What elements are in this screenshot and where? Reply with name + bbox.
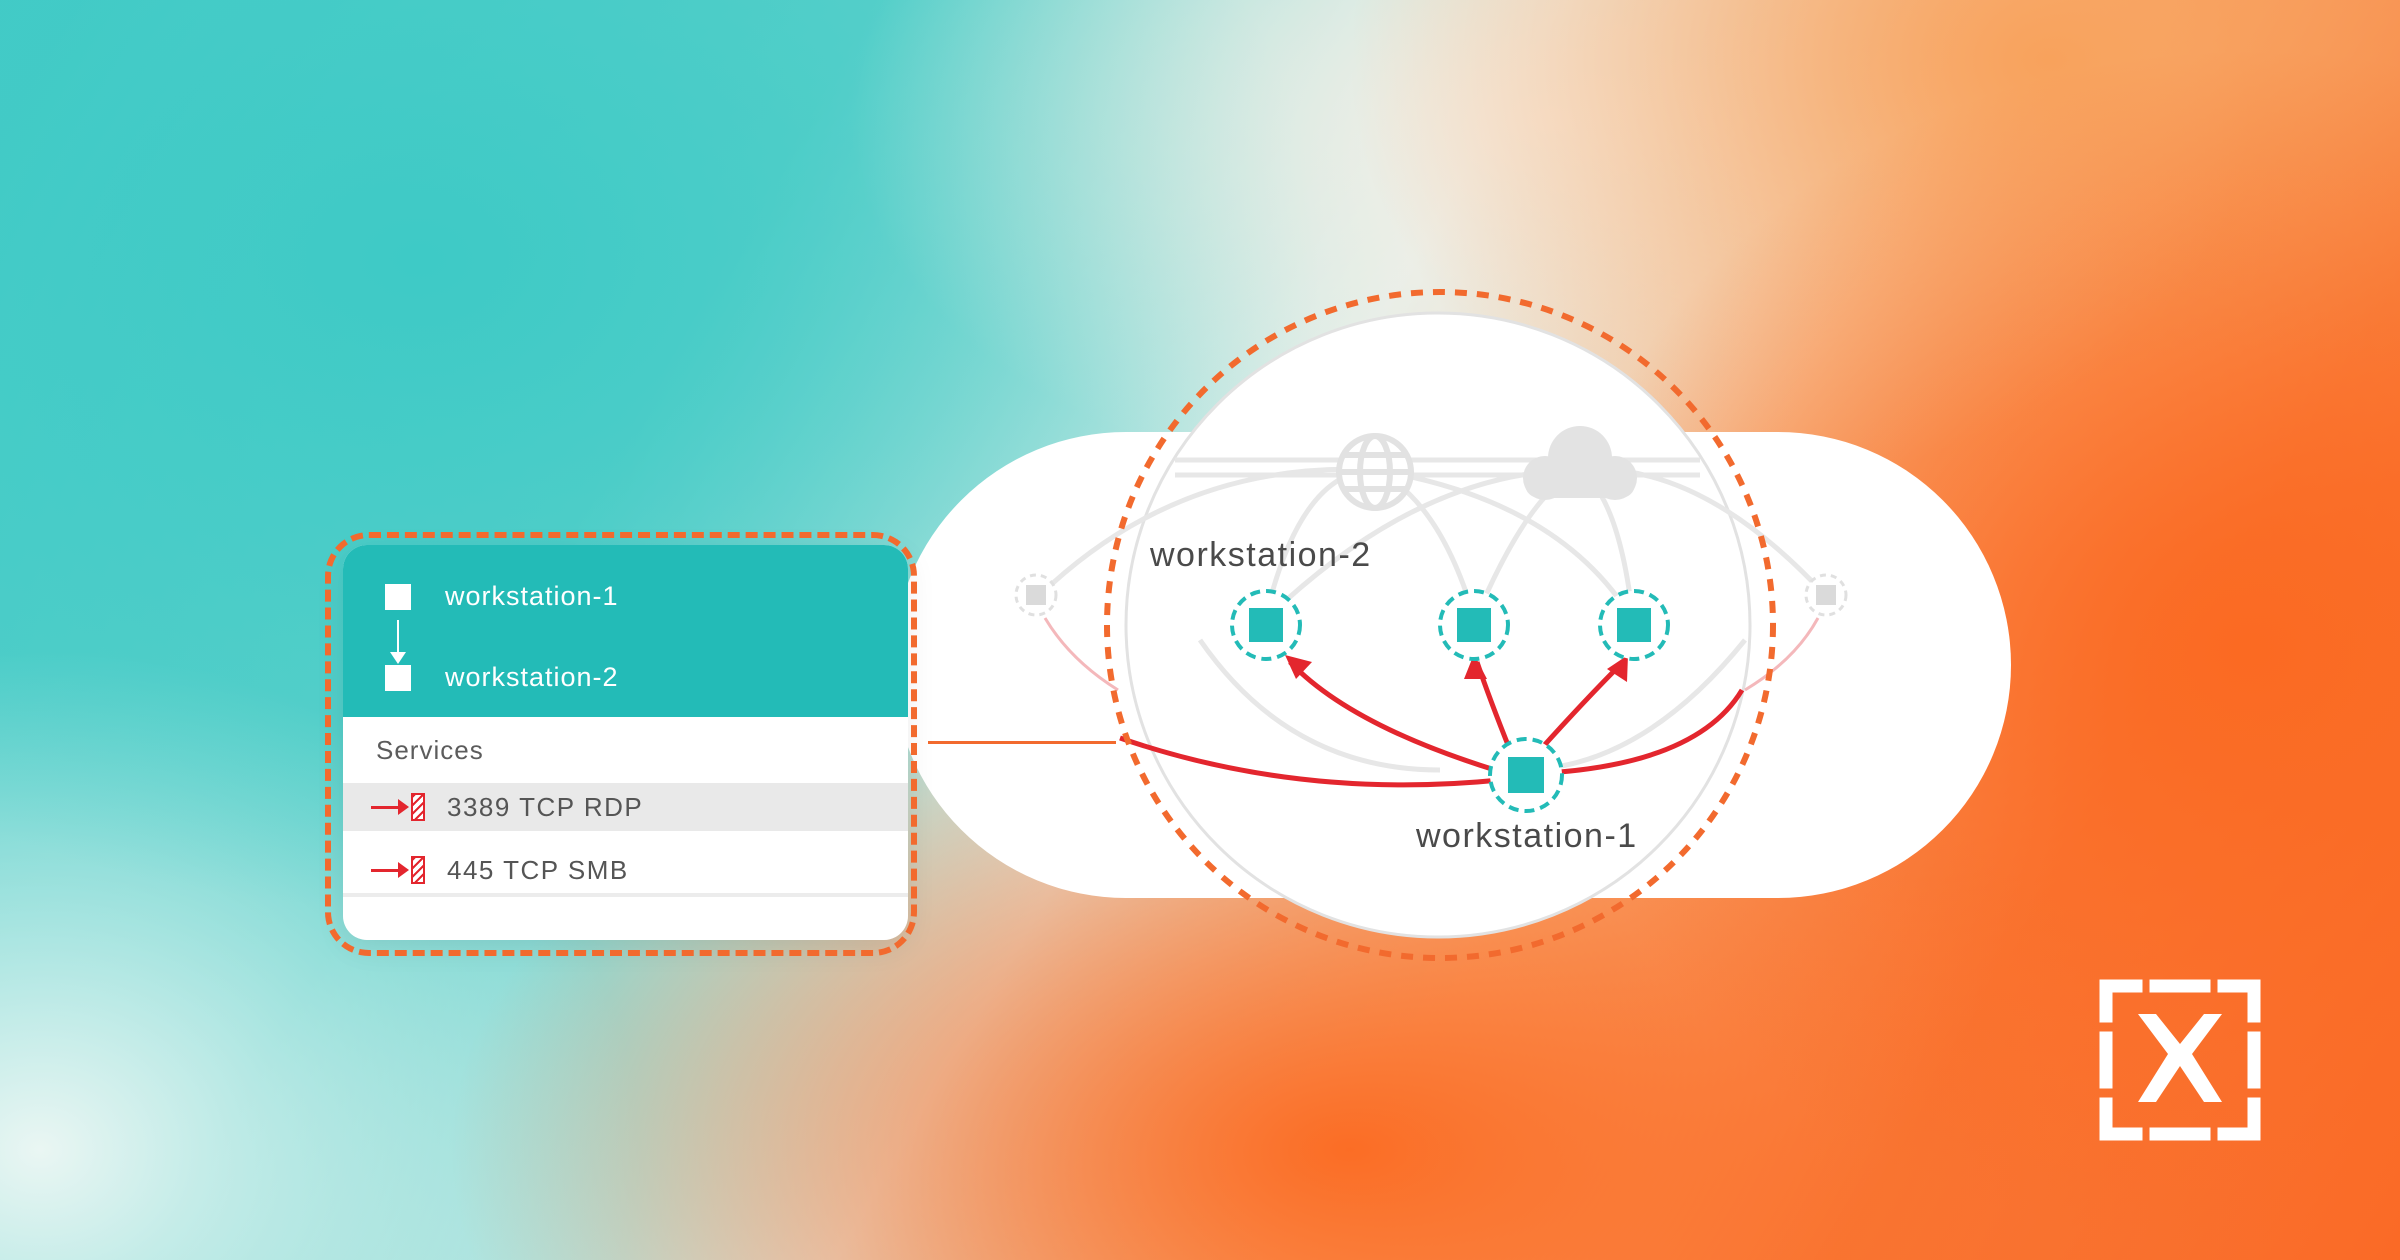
card-header: workstation-1 workstation-2 bbox=[343, 545, 908, 717]
connector-line bbox=[928, 741, 1116, 744]
host-node[interactable] bbox=[1598, 589, 1670, 661]
attack-paths bbox=[1119, 660, 1745, 788]
inbound-arrow-icon bbox=[371, 798, 409, 815]
target-host-row: workstation-2 bbox=[385, 662, 619, 693]
service-label: 3389 TCP RDP bbox=[447, 791, 644, 822]
arrow-down-icon bbox=[390, 620, 406, 664]
globe-icon bbox=[1336, 433, 1414, 511]
cloud-icon bbox=[1523, 426, 1637, 500]
card-highlight-outline bbox=[325, 532, 917, 956]
node-label-workstation-1: workstation-1 bbox=[1416, 817, 1638, 855]
faded-attack-links bbox=[1043, 617, 1820, 692]
row-divider bbox=[343, 893, 908, 897]
service-row-rdp[interactable]: 3389 TCP RDP bbox=[343, 783, 908, 831]
firewall-icon bbox=[411, 856, 425, 884]
firewall-icon bbox=[411, 793, 425, 821]
attack-arrowheads bbox=[1285, 654, 1628, 682]
connection-card: workstation-1 workstation-2 Services 338… bbox=[343, 545, 908, 940]
service-label: 445 TCP SMB bbox=[447, 854, 629, 885]
faded-node-left bbox=[1014, 573, 1058, 617]
service-row-smb[interactable]: 445 TCP SMB bbox=[343, 846, 908, 894]
host-node[interactable] bbox=[1438, 589, 1510, 661]
faded-node-right bbox=[1804, 573, 1848, 617]
host-square-icon bbox=[385, 664, 411, 691]
brand-logo-icon bbox=[2099, 979, 2261, 1141]
source-host-row: workstation-1 bbox=[385, 581, 619, 612]
target-host-label: workstation-2 bbox=[445, 662, 619, 692]
node-label-workstation-2: workstation-2 bbox=[1150, 536, 1372, 574]
inbound-arrow-icon bbox=[371, 861, 409, 878]
host-square-icon bbox=[385, 583, 411, 610]
source-host-label: workstation-1 bbox=[445, 581, 619, 611]
services-heading: Services bbox=[376, 735, 484, 765]
host-node-workstation-2[interactable] bbox=[1230, 589, 1302, 661]
host-node-workstation-1[interactable] bbox=[1488, 737, 1564, 813]
zoom-circle-outline bbox=[1104, 289, 1776, 961]
